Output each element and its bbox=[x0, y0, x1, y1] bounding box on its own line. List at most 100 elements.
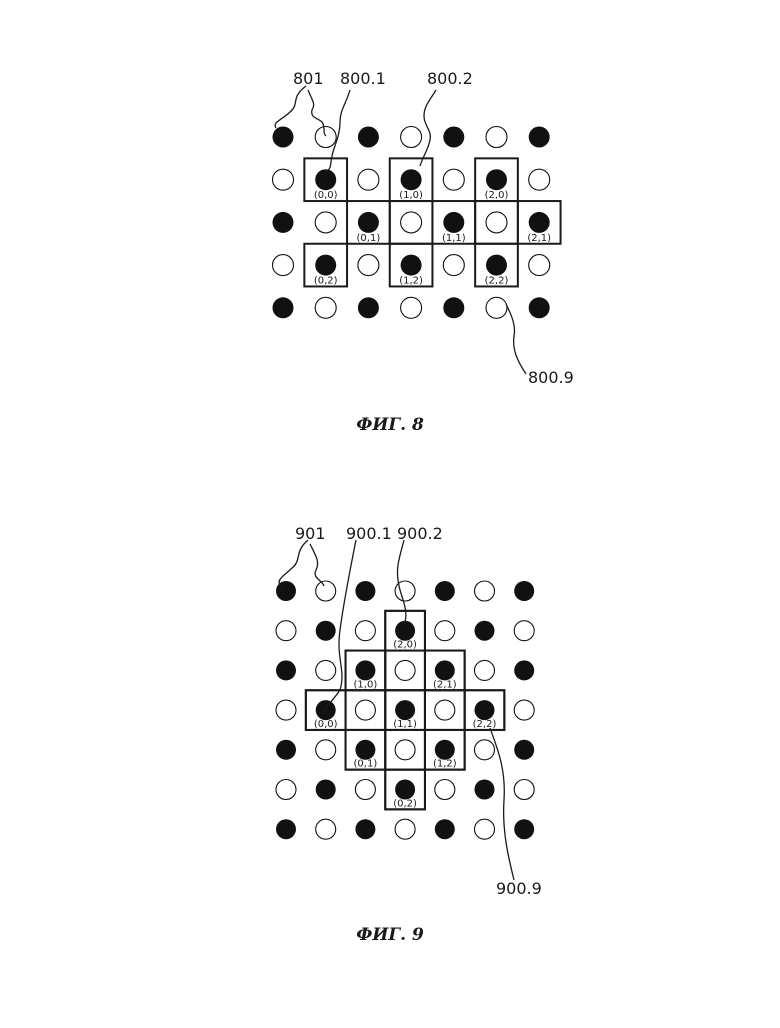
filled-pixel-dot bbox=[276, 660, 296, 680]
open-pixel-dot bbox=[315, 297, 336, 318]
fig8-ref-800-9: 800.9 bbox=[528, 368, 574, 387]
open-pixel-dot bbox=[395, 740, 415, 760]
filled-pixel-dot bbox=[514, 819, 534, 839]
filled-pixel-dot bbox=[355, 581, 375, 601]
open-pixel-dot bbox=[475, 581, 495, 601]
filled-pixel-dot bbox=[435, 740, 455, 760]
filled-pixel-dot bbox=[435, 819, 455, 839]
open-pixel-dot bbox=[486, 127, 507, 148]
figure-9: (2,0)(1,0)(2,1)(0,0)(1,1)(2,2)(0,1)(1,2)… bbox=[276, 524, 542, 945]
fig8-lead-801a bbox=[275, 86, 306, 128]
fig9-ref-900-2: 900.2 bbox=[397, 524, 443, 543]
fig8-cell-boxes: (0,0) (1,0) (2,0) (0,1) (1,1) (2,1) (0,2) (1,2)… bbox=[304, 158, 560, 286]
fig8-lead-800-9 bbox=[506, 304, 526, 374]
open-pixel-dot bbox=[316, 819, 336, 839]
filled-pixel-dot bbox=[529, 127, 550, 148]
filled-pixel-dot bbox=[443, 127, 464, 148]
open-pixel-dot bbox=[355, 621, 375, 641]
filled-pixel-dot bbox=[316, 700, 336, 720]
filled-pixel-dot bbox=[435, 660, 455, 680]
cell-coordinate-label: (0,1) bbox=[354, 759, 378, 770]
open-pixel-dot bbox=[276, 700, 296, 720]
filled-pixel-dot bbox=[355, 819, 375, 839]
fig9-ref-900-9: 900.9 bbox=[496, 879, 542, 898]
filled-pixel-dot bbox=[475, 621, 495, 641]
filled-pixel-dot bbox=[276, 819, 296, 839]
open-pixel-dot bbox=[435, 700, 455, 720]
filled-pixel-dot bbox=[355, 660, 375, 680]
open-pixel-dot bbox=[475, 740, 495, 760]
open-pixel-dot bbox=[435, 621, 455, 641]
fig8-pixel-grid bbox=[273, 127, 550, 319]
filled-pixel-dot bbox=[273, 297, 294, 318]
cell-coordinate-label: (1,0) bbox=[399, 190, 423, 201]
open-pixel-dot bbox=[273, 169, 294, 190]
filled-pixel-dot bbox=[529, 297, 550, 318]
cell-coordinate-label: (1,2) bbox=[433, 759, 457, 770]
open-pixel-dot bbox=[316, 740, 336, 760]
open-pixel-dot bbox=[514, 780, 534, 800]
filled-pixel-dot bbox=[358, 297, 379, 318]
open-pixel-dot bbox=[486, 297, 507, 318]
fig9-lead-901a bbox=[279, 540, 308, 588]
filled-pixel-dot bbox=[514, 740, 534, 760]
fig9-ref-900-1: 900.1 bbox=[346, 524, 392, 543]
fig9-ref-901: 901 bbox=[295, 524, 326, 543]
filled-pixel-dot bbox=[443, 297, 464, 318]
fig8-caption: ФИГ. 8 bbox=[356, 415, 424, 435]
open-pixel-dot bbox=[475, 660, 495, 680]
fig8-lead-800-2 bbox=[420, 90, 436, 166]
filled-pixel-dot bbox=[355, 740, 375, 760]
filled-pixel-dot bbox=[435, 581, 455, 601]
fig9-lead-901b bbox=[310, 544, 324, 586]
open-pixel-dot bbox=[443, 255, 464, 276]
filled-pixel-dot bbox=[316, 621, 336, 641]
cell-coordinate-label: (0,2) bbox=[314, 275, 338, 286]
cell-coordinate-label: (0,1) bbox=[357, 233, 381, 244]
cell-coordinate-label: (1,2) bbox=[399, 275, 423, 286]
cell-coordinate-label: (2,2) bbox=[473, 719, 497, 730]
filled-pixel-dot bbox=[514, 660, 534, 680]
open-pixel-dot bbox=[355, 700, 375, 720]
fig8-ref-800-1: 800.1 bbox=[340, 69, 386, 88]
open-pixel-dot bbox=[273, 255, 294, 276]
cell-coordinate-label: (2,1) bbox=[527, 233, 551, 244]
open-pixel-dot bbox=[395, 660, 415, 680]
filled-pixel-dot bbox=[395, 780, 415, 800]
open-pixel-dot bbox=[315, 212, 336, 233]
cell-coordinate-label: (1,1) bbox=[442, 233, 466, 244]
filled-pixel-dot bbox=[316, 780, 336, 800]
filled-pixel-dot bbox=[273, 212, 294, 233]
open-pixel-dot bbox=[401, 127, 422, 148]
figure-8: (0,0) (1,0) (2,0) (0,1) (1,1) (2,1) (0,2) (1,2)… bbox=[273, 69, 574, 435]
open-pixel-dot bbox=[401, 297, 422, 318]
cell-coordinate-label: (0,2) bbox=[393, 798, 417, 809]
open-pixel-dot bbox=[514, 621, 534, 641]
cell-coordinate-label: (0,0) bbox=[314, 190, 338, 201]
filled-pixel-dot bbox=[443, 212, 464, 233]
filled-pixel-dot bbox=[529, 212, 550, 233]
open-pixel-dot bbox=[514, 700, 534, 720]
filled-pixel-dot bbox=[475, 780, 495, 800]
open-pixel-dot bbox=[529, 169, 550, 190]
cell-coordinate-label: (1,1) bbox=[393, 719, 417, 730]
filled-pixel-dot bbox=[401, 169, 422, 190]
cell-coordinate-label: (2,2) bbox=[485, 275, 509, 286]
open-pixel-dot bbox=[486, 212, 507, 233]
cell-coordinate-label: (2,0) bbox=[485, 190, 509, 201]
filled-pixel-dot bbox=[315, 255, 336, 276]
filled-pixel-dot bbox=[395, 700, 415, 720]
cell-coordinate-label: (1,0) bbox=[354, 679, 378, 690]
open-pixel-dot bbox=[395, 819, 415, 839]
open-pixel-dot bbox=[401, 212, 422, 233]
open-pixel-dot bbox=[355, 780, 375, 800]
fig8-ref-800-2: 800.2 bbox=[427, 69, 473, 88]
filled-pixel-dot bbox=[475, 700, 495, 720]
open-pixel-dot bbox=[443, 169, 464, 190]
filled-pixel-dot bbox=[514, 581, 534, 601]
open-pixel-dot bbox=[358, 169, 379, 190]
open-pixel-dot bbox=[316, 581, 336, 601]
filled-pixel-dot bbox=[486, 255, 507, 276]
cell-coordinate-label: (2,1) bbox=[433, 679, 457, 690]
